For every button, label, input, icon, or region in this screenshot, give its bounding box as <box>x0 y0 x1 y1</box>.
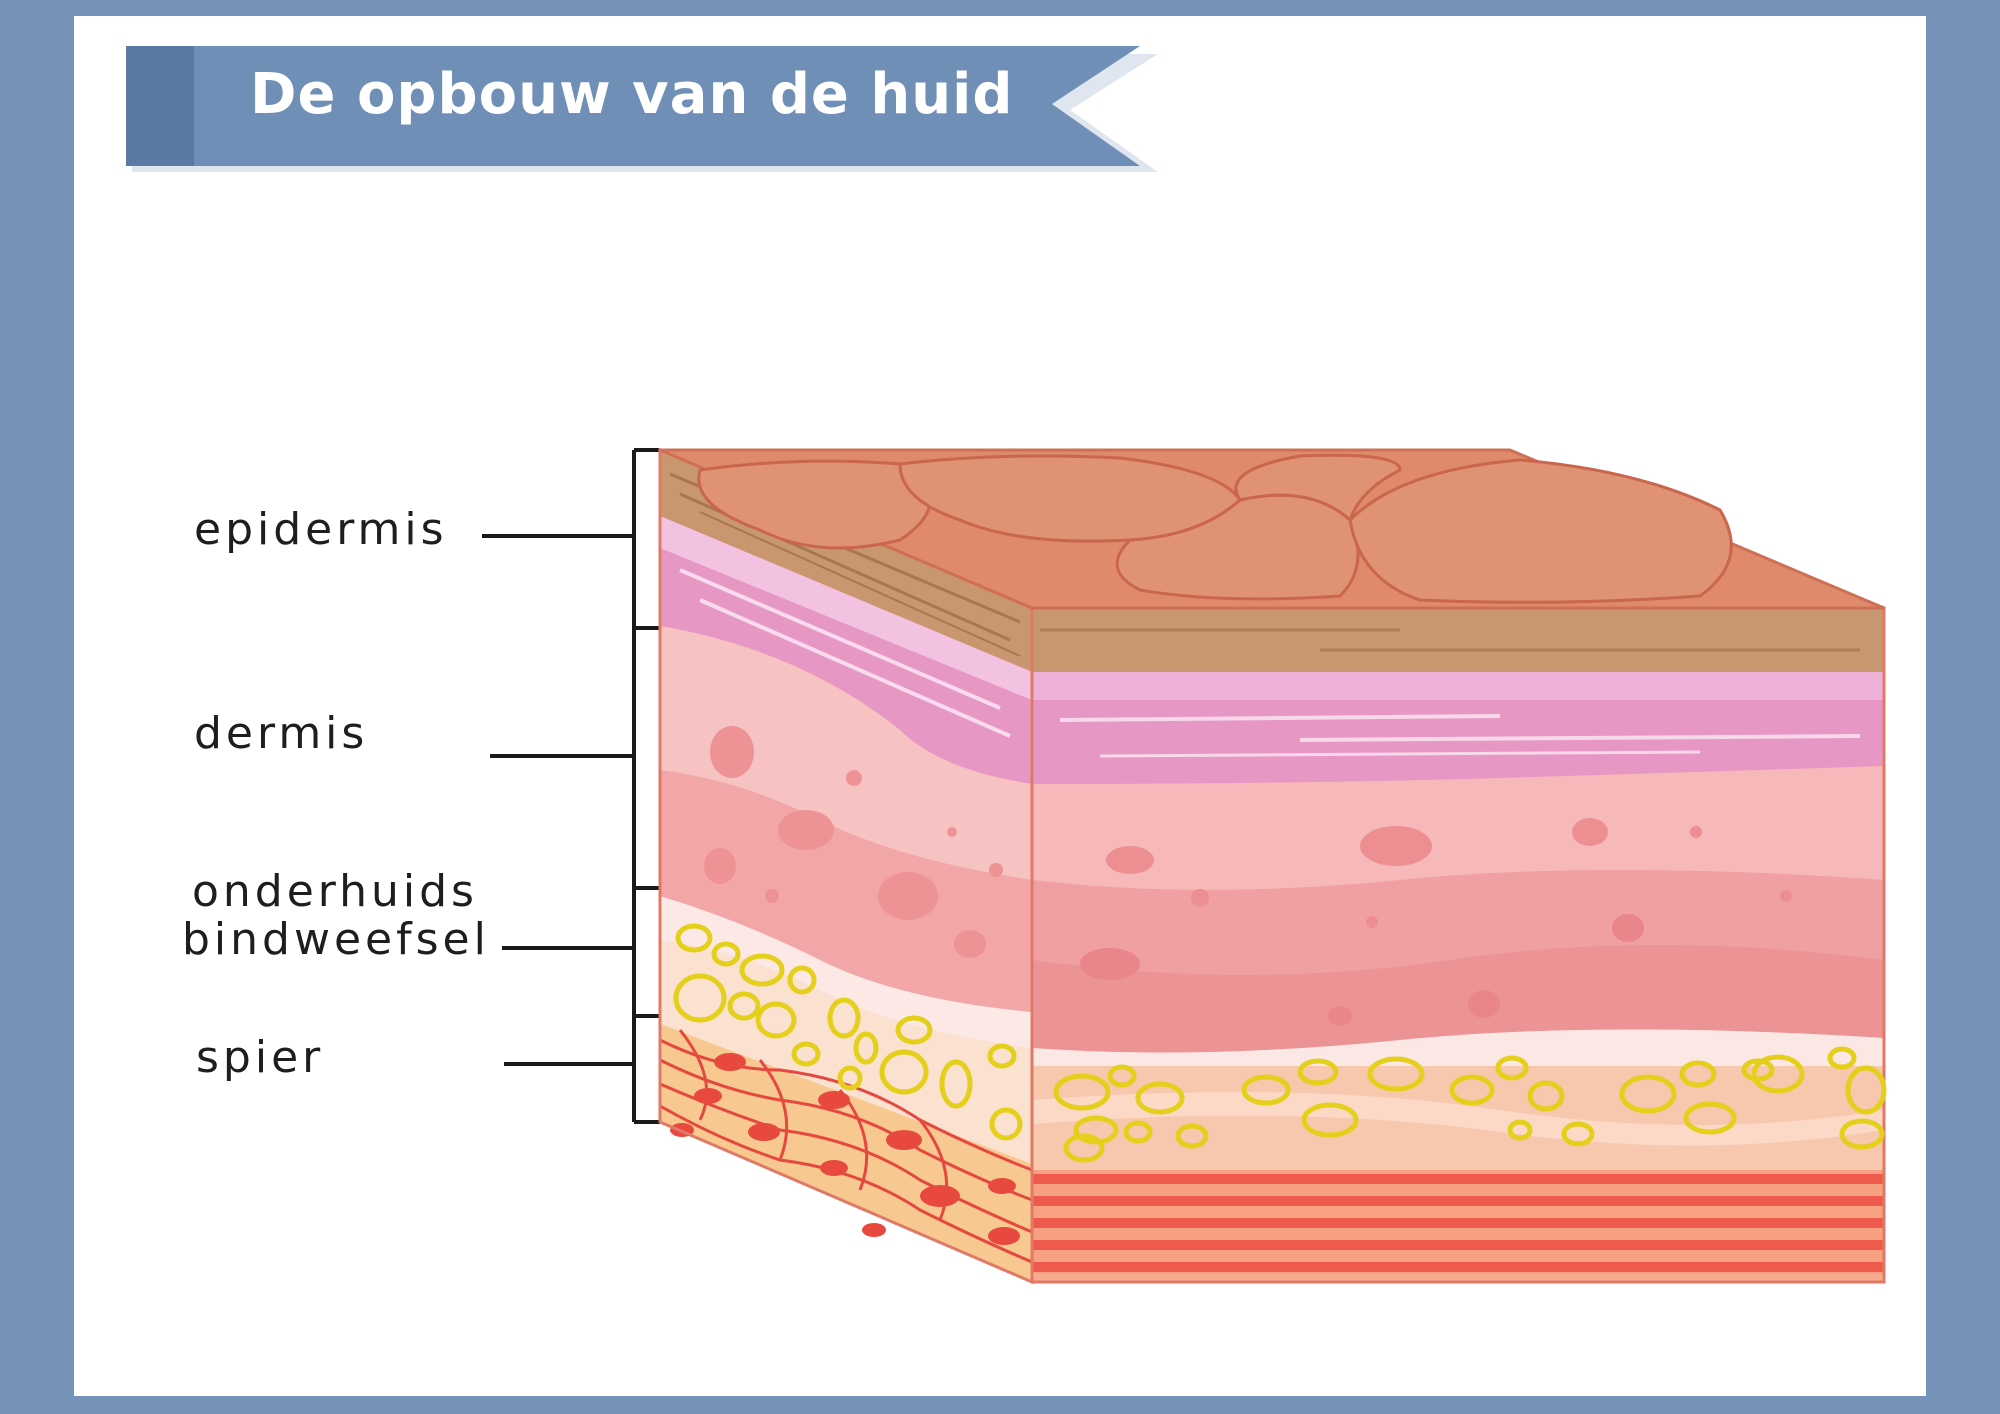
label-onderhuids: onderhuids <box>192 866 478 917</box>
label-dermis: dermis <box>194 708 369 759</box>
fat-cells <box>673 923 1887 1163</box>
page-title: De opbouw van de huid <box>250 62 1014 127</box>
label-epidermis: epidermis <box>194 504 448 555</box>
label-bracket <box>482 448 660 1124</box>
top-face <box>659 448 1885 610</box>
ribbon-banner <box>126 46 1158 172</box>
label-bindweefsel: bindweefsel <box>182 914 490 965</box>
right-face <box>1030 606 1886 1284</box>
label-spier: spier <box>196 1032 325 1083</box>
left-face <box>658 447 1034 1285</box>
